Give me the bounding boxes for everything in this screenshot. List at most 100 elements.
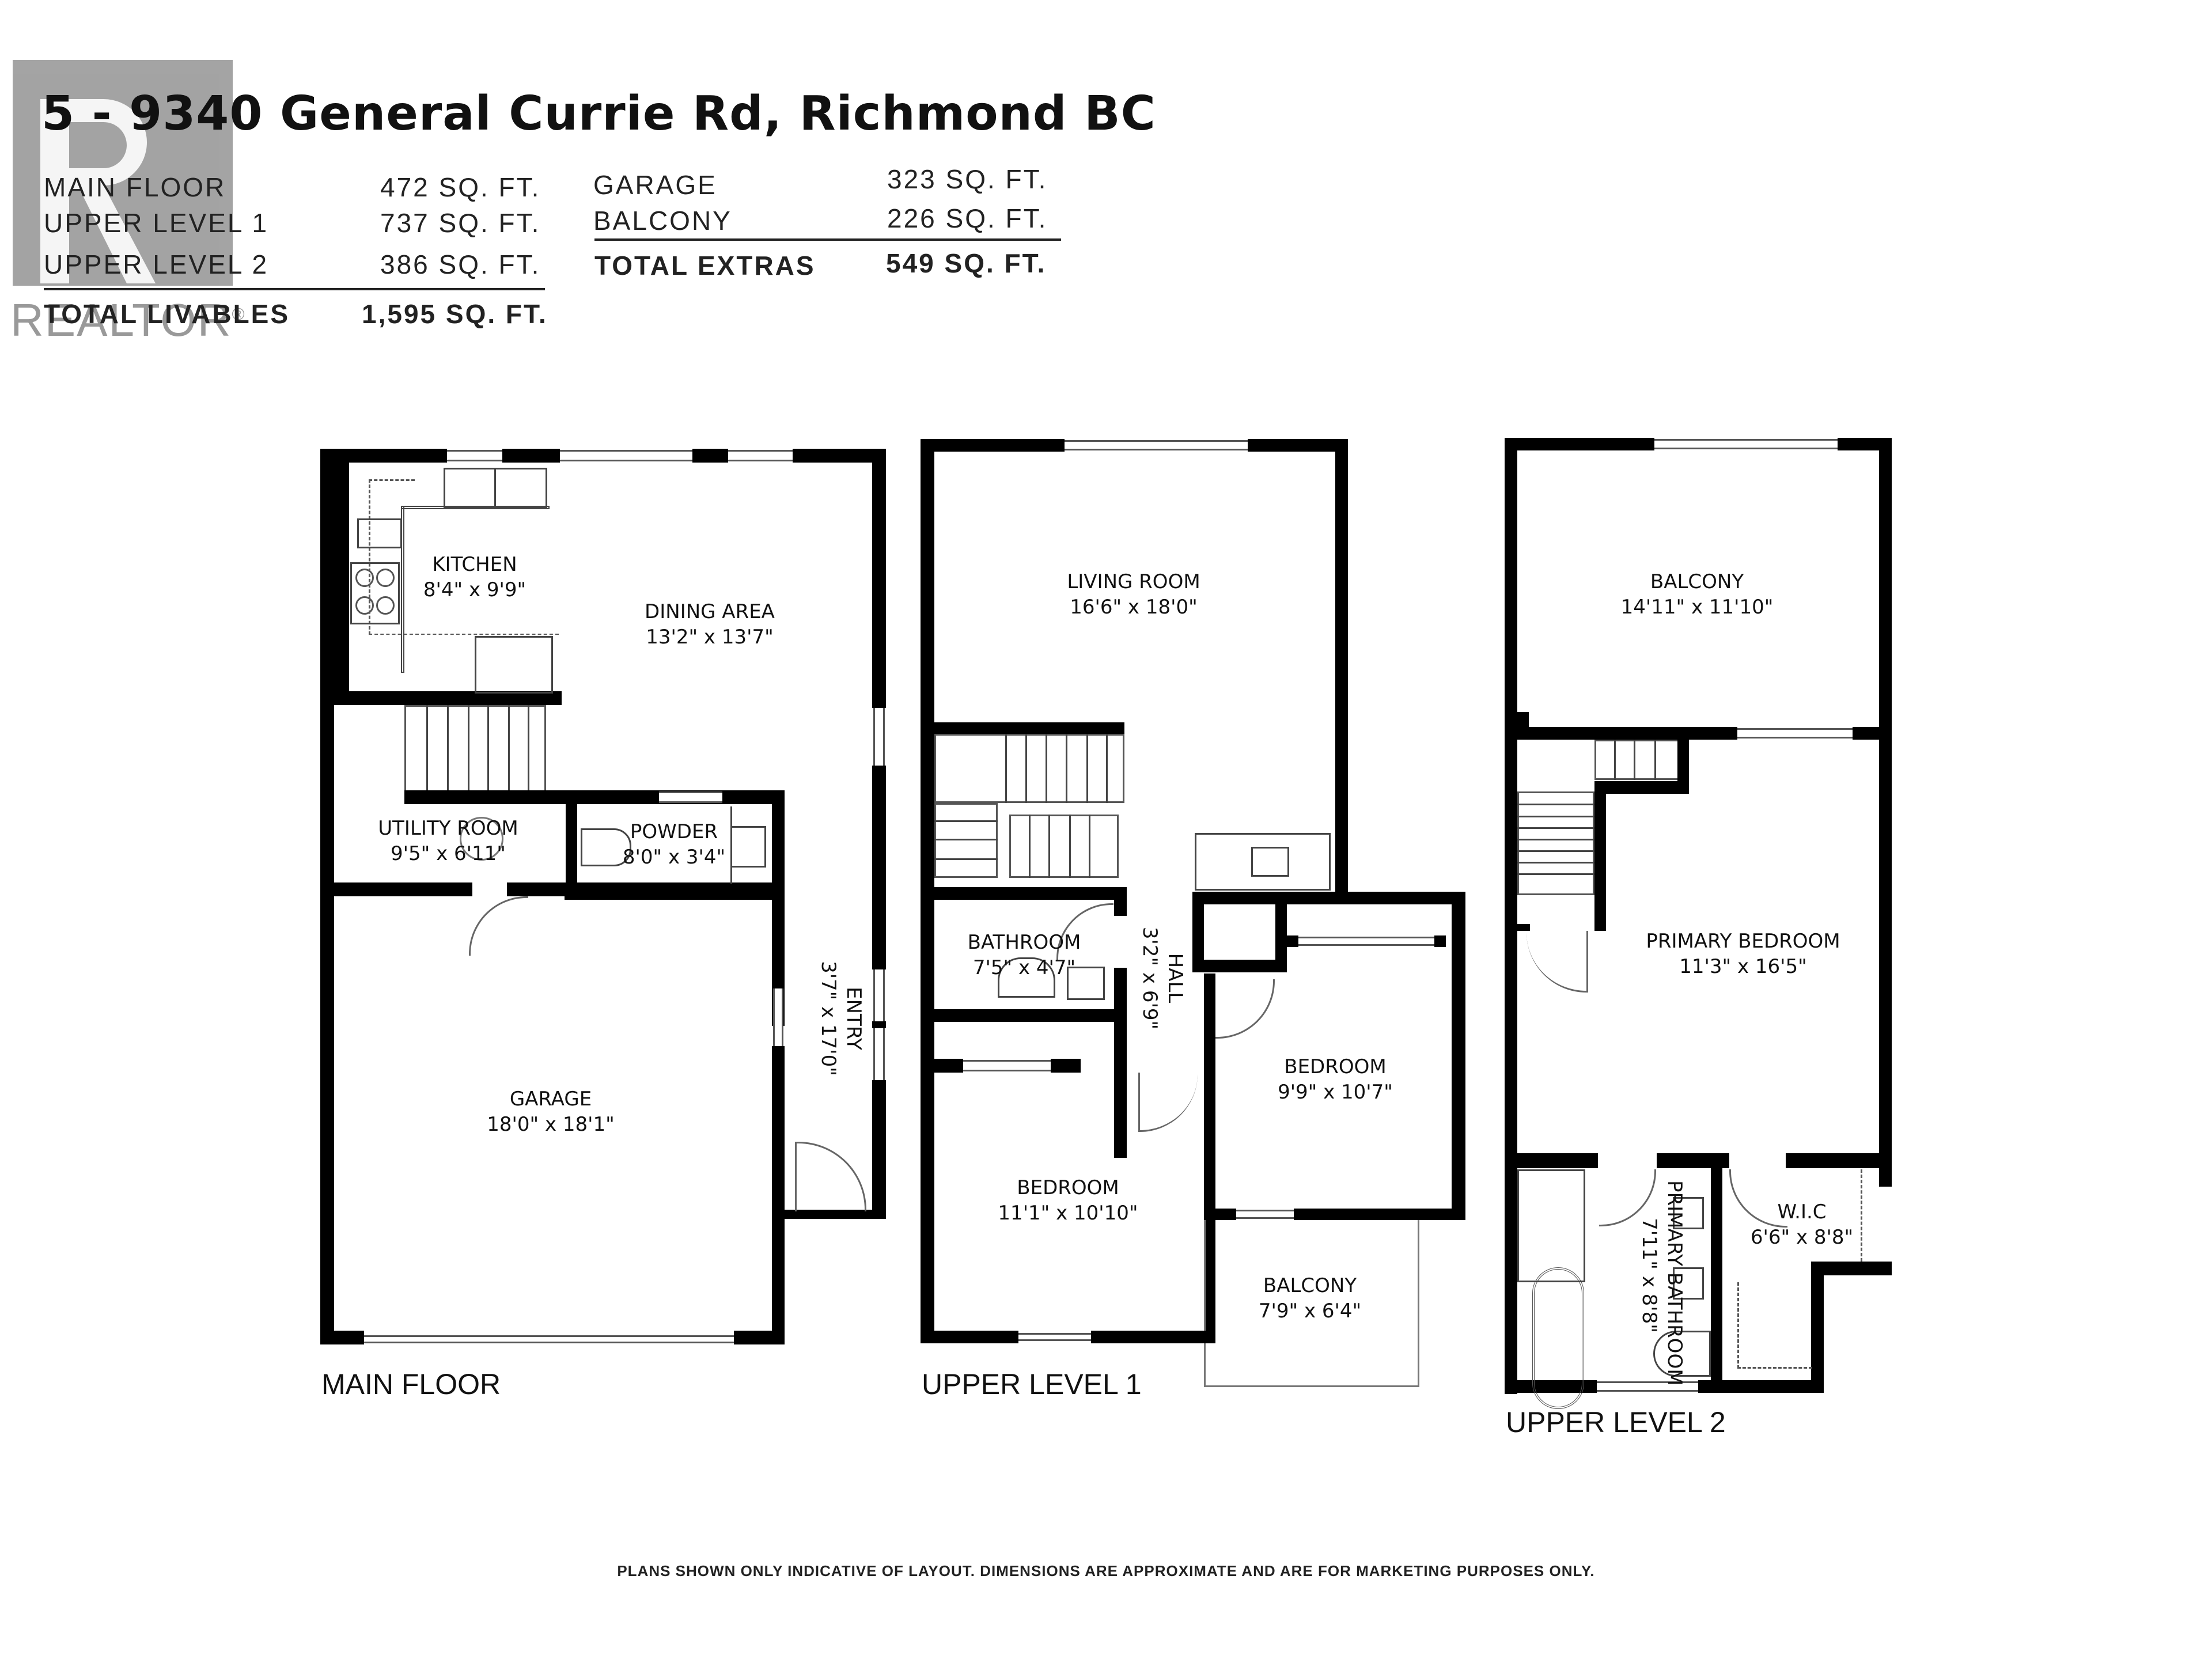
wall <box>1192 960 1287 972</box>
stair-tread <box>1066 734 1067 803</box>
wall <box>1275 892 1287 972</box>
stair-tread <box>1634 740 1635 780</box>
stair-tread <box>1069 815 1071 878</box>
wall <box>1838 438 1892 450</box>
stat-label-garage: GARAGE <box>593 170 717 200</box>
floor-label-upper-1: UPPER LEVEL 1 <box>922 1368 1142 1400</box>
realtor-r-icon <box>40 99 156 283</box>
wall <box>1853 727 1892 740</box>
stair-tread <box>934 820 998 822</box>
stat-label-total-livable: TOTAL LIVABLES <box>44 299 290 329</box>
wall <box>1677 740 1689 794</box>
wall <box>934 1009 1127 1022</box>
bath-sink-icon <box>1673 1267 1704 1300</box>
wall <box>1434 935 1446 947</box>
stat-label-total-extras: TOTAL EXTRAS <box>594 251 816 281</box>
wall <box>1698 1380 1824 1393</box>
realtor-wordmark: REALTOR® <box>10 294 246 346</box>
wall <box>1505 438 1654 450</box>
stair-tread <box>1517 839 1594 840</box>
wall <box>934 722 1124 734</box>
stat-value-upper-level-2: 386 SQ. FT. <box>380 249 541 279</box>
closet-door <box>1287 937 1446 946</box>
sliding-door <box>1236 1210 1294 1219</box>
washer-icon <box>460 817 503 861</box>
stair-tread <box>1517 862 1594 863</box>
stair-tread <box>487 705 489 793</box>
door-opening <box>773 988 783 1046</box>
wall <box>734 1331 785 1344</box>
stair-tread <box>1046 734 1047 803</box>
stair-tread <box>1614 740 1616 780</box>
staircase <box>934 734 1124 803</box>
closet-door <box>963 1060 1051 1071</box>
door-swing <box>469 896 528 956</box>
sliding-door <box>1737 728 1853 738</box>
window <box>728 450 793 461</box>
stat-value-total-extras: 549 SQ. FT. <box>886 248 1047 278</box>
floor-label-upper-2: UPPER LEVEL 2 <box>1506 1406 1726 1438</box>
wall <box>785 1210 794 1219</box>
wall <box>565 885 785 900</box>
stair-tread <box>1517 873 1594 875</box>
wall <box>872 1080 886 1218</box>
wall <box>1051 1059 1081 1073</box>
window <box>873 1028 885 1080</box>
staircase <box>1517 791 1594 895</box>
stair-tread <box>1025 734 1027 803</box>
closet-shelf <box>1861 1169 1872 1262</box>
wall <box>1192 892 1204 967</box>
window <box>873 708 885 766</box>
wall <box>334 463 349 704</box>
wall <box>1452 892 1465 1220</box>
wall <box>1287 935 1298 947</box>
stair-tread <box>528 705 529 793</box>
wall <box>1517 924 1530 931</box>
stair-tread <box>447 705 449 793</box>
stair-tread <box>468 705 469 793</box>
entry-door-swing <box>795 1142 866 1211</box>
stair-tread <box>934 858 998 860</box>
staircase <box>1009 815 1119 878</box>
wall <box>872 1021 886 1028</box>
stair-tread <box>1517 816 1594 817</box>
wall <box>1114 887 1127 916</box>
wall <box>1786 1153 1892 1168</box>
wall <box>334 691 562 705</box>
counter <box>401 506 404 673</box>
staircase <box>934 803 998 878</box>
wall <box>1114 968 1127 1158</box>
bathtub-icon <box>1532 1267 1584 1409</box>
wall <box>772 1046 785 1344</box>
toilet-icon <box>1653 1331 1711 1377</box>
wall <box>1505 727 1737 740</box>
door-swing <box>1527 931 1588 993</box>
bath-sink-icon <box>1673 1197 1704 1229</box>
stat-label-balcony: BALCONY <box>593 206 732 236</box>
wall <box>1594 781 1689 794</box>
stove-icon <box>350 562 400 624</box>
door-swing <box>1138 1073 1198 1132</box>
wall <box>692 449 728 463</box>
wall <box>1215 1209 1236 1220</box>
stair-tread <box>1517 850 1594 852</box>
sliding-door <box>1065 440 1248 450</box>
shower-icon <box>1517 1169 1585 1282</box>
wall <box>1091 1331 1215 1343</box>
stat-value-total-livable: 1,595 SQ. FT. <box>362 299 548 329</box>
wall <box>334 882 472 896</box>
vanity-edge <box>730 806 732 884</box>
sliding-door <box>560 450 692 461</box>
garage-door <box>364 1335 734 1343</box>
wall <box>320 449 334 1344</box>
stair-tread <box>1089 815 1090 878</box>
stair-tread <box>1654 740 1656 780</box>
